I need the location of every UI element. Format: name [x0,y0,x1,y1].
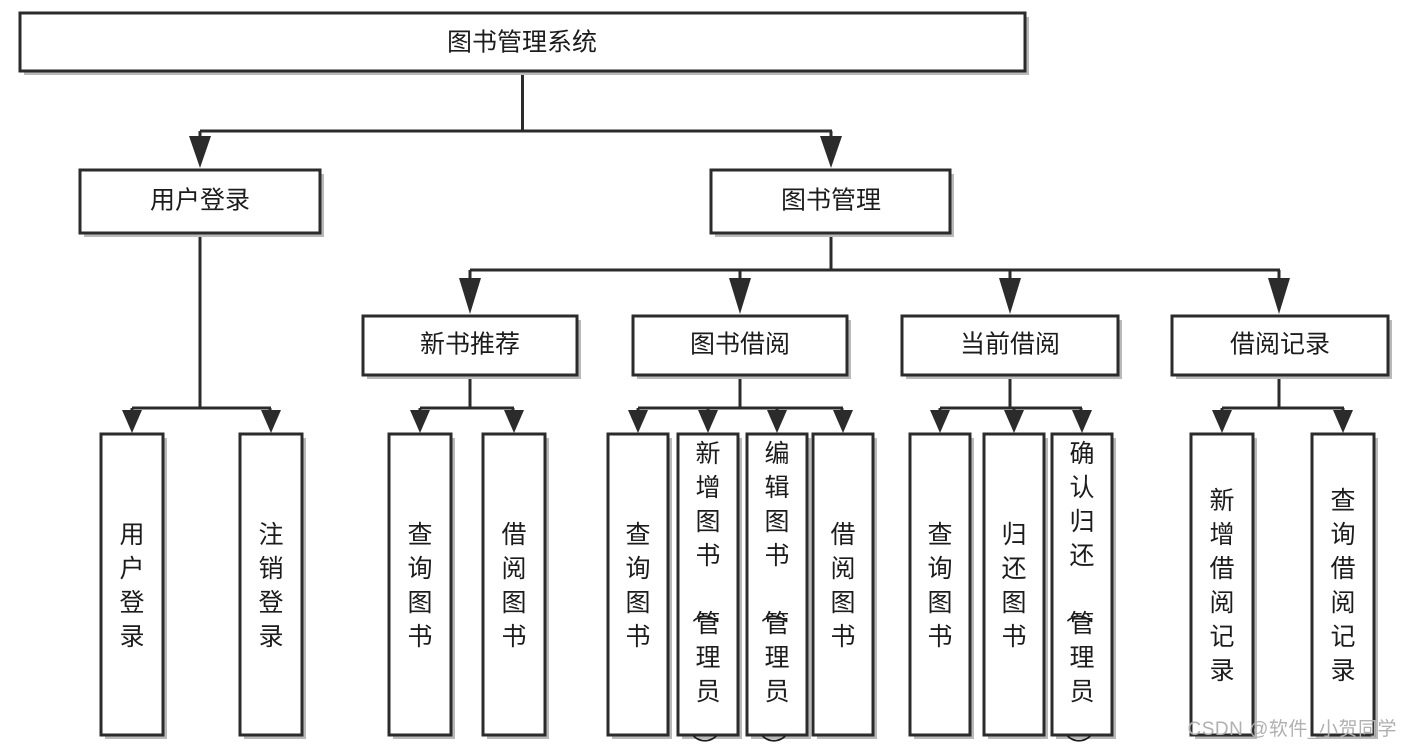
leaf-node[interactable]: 编辑图书（管理员） [745,432,811,747]
node-book-borrow[interactable]: 图书借阅 [631,314,851,379]
book-management-box[interactable] [709,168,952,235]
leaf-nodes-layer: 用户登录 注销登录 查询图书 借阅图书 查询图书 [99,432,1378,747]
node-new-book-recommend[interactable]: 新书推荐 [361,314,581,379]
arrow-borrow-leaf-1 [628,410,648,433]
arrow-borrow-leaf-4 [833,410,853,433]
leaf-box-borrow-book-2[interactable] [811,432,875,737]
arrow-current-leaf-1 [930,410,950,433]
leaf-box-query-book-3[interactable] [908,432,972,737]
node-current-borrow[interactable]: 当前借阅 [900,314,1122,379]
current-borrow-label: 当前借阅 [960,331,1060,359]
book-borrow-box[interactable] [631,314,849,377]
leaf-box-confirm-return-admin[interactable] [1050,432,1114,737]
arrow-record-leaf-2 [1333,410,1353,433]
arrow-root-to-user-login [189,136,211,168]
csdn-watermark: CSDN @软件_小贺同学 [1187,719,1397,740]
leaf-label: 新增借阅记录 [1209,487,1234,685]
node-book-management[interactable]: 图书管理 [709,168,954,237]
leaf-label: 借阅图书 [830,521,855,651]
leaf-node[interactable]: 借阅图书 [481,432,549,739]
new-book-recommend-label: 新书推荐 [420,331,520,359]
leaf-box-logout[interactable] [238,432,304,737]
arrow-current-leaf-3 [1072,410,1092,433]
arrow-newbook-leaf-2 [504,410,524,433]
current-borrow-box[interactable] [900,314,1120,377]
leaf-label: 新增图书（管理员） [689,440,720,747]
arrow-current-leaf-2 [1004,410,1024,433]
leaf-box-edit-book-admin[interactable] [745,432,809,737]
leaf-node[interactable]: 归还图书 [982,432,1048,739]
leaf-label: 用户登录 [119,521,144,651]
arrow-newbook-leaf-1 [410,410,430,433]
leaf-node[interactable]: 确认归还（管理员） [1050,432,1116,747]
node-user-login[interactable]: 用户登录 [78,168,324,237]
leaf-box-query-book-2[interactable] [606,432,670,737]
leaf-label: 借阅图书 [501,521,526,651]
leaf-node[interactable]: 新增借阅记录 [1189,432,1257,739]
connector-layer [122,71,1353,433]
arrow-borrow-leaf-3 [767,410,787,433]
borrow-record-box[interactable] [1170,314,1390,377]
arrow-userlogin-leaf-2 [261,410,281,433]
leaf-label: 确认归还（管理员） [1063,440,1094,747]
arrow-bookmgmt-to-newbook [459,278,481,314]
arrow-root-to-book-mgmt [820,136,842,168]
leaf-box-query-borrow-record[interactable] [1310,432,1376,737]
arrow-userlogin-leaf-1 [122,410,142,433]
leaf-label: 查询图书 [407,521,432,651]
arrow-bookmgmt-to-current [999,278,1021,314]
leaf-box-borrow-book-1[interactable] [481,432,547,737]
leaf-label: 查询借阅记录 [1330,487,1355,685]
arrow-borrow-leaf-2 [698,410,718,433]
leaf-box-user-login[interactable] [99,432,165,737]
arrow-record-leaf-1 [1212,410,1232,433]
borrow-record-label: 借阅记录 [1230,331,1330,359]
leaf-label: 查询图书 [927,521,952,651]
leaf-label: 归还图书 [1001,521,1026,651]
leaf-box-query-book-1[interactable] [387,432,453,737]
arrow-bookmgmt-to-borrow [729,278,751,314]
leaf-node[interactable]: 查询图书 [908,432,974,739]
leaf-box-add-borrow-record[interactable] [1189,432,1255,737]
leaf-node[interactable]: 用户登录 [99,432,167,739]
leaf-node[interactable]: 查询图书 [606,432,672,739]
node-root[interactable]: 图书管理系统 [18,11,1029,75]
user-login-label: 用户登录 [150,187,250,215]
leaf-node[interactable]: 查询图书 [387,432,455,739]
leaf-label: 编辑图书（管理员） [758,440,789,747]
leaf-node[interactable]: 查询借阅记录 [1310,432,1378,739]
leaf-box-return-book[interactable] [982,432,1046,737]
book-borrow-label: 图书借阅 [690,331,790,359]
leaf-label: 查询图书 [625,521,650,651]
leaf-box-add-book-admin[interactable] [676,432,740,737]
node-borrow-record[interactable]: 借阅记录 [1170,314,1392,379]
user-login-box[interactable] [78,168,322,235]
leaf-node[interactable]: 注销登录 [238,432,306,739]
arrow-bookmgmt-to-record [1268,278,1290,314]
leaf-label: 注销登录 [258,521,283,651]
book-management-label: 图书管理 [781,187,881,215]
leaf-node[interactable]: 借阅图书 [811,432,877,739]
root-box[interactable] [18,11,1027,73]
root-label: 图书管理系统 [447,29,597,57]
leaf-node[interactable]: 新增图书（管理员） [676,432,742,747]
new-book-recommend-box[interactable] [361,314,579,377]
